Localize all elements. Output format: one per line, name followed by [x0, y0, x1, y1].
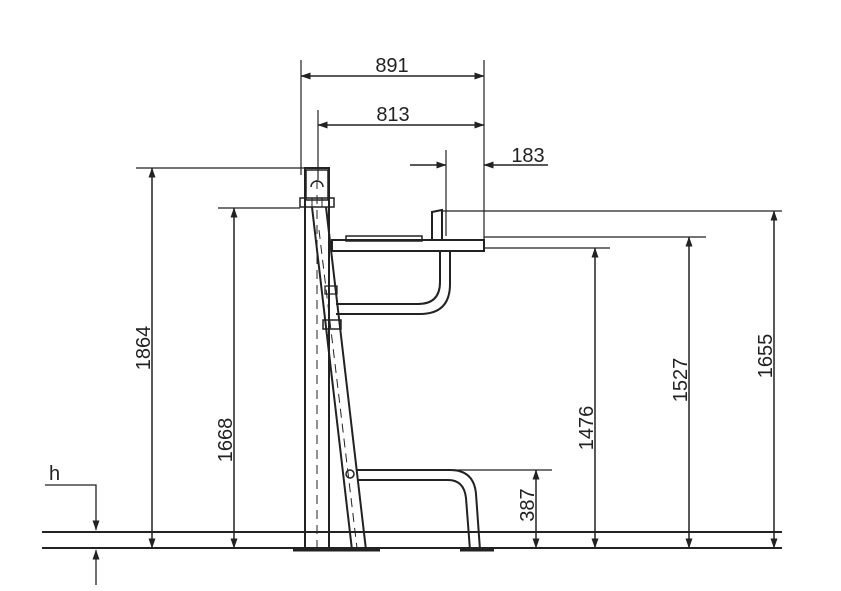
dim-1668-label: 1668: [215, 418, 237, 463]
lower-step: [356, 469, 481, 551]
dim-1476-label: 1476: [576, 406, 598, 451]
dimension-1527: 1527: [484, 236, 706, 549]
dim-1527-label: 1527: [670, 358, 692, 403]
dimension-1864: 1864: [133, 167, 305, 549]
middle-bar: [336, 251, 451, 315]
dim-h-label: h: [49, 463, 60, 485]
dimension-1655: 1655: [442, 210, 782, 549]
dimension-1476: 1476: [484, 247, 610, 549]
dimension-1668: 1668: [215, 207, 300, 549]
dim-387-label: 387: [517, 488, 539, 521]
dim-183-label: 183: [511, 145, 544, 167]
dim-1864-label: 1864: [133, 326, 155, 371]
dimension-h: h: [45, 463, 100, 585]
dim-891-label: 891: [375, 55, 408, 77]
dimension-891: 891: [300, 55, 485, 250]
dim-1655-label: 1655: [755, 334, 777, 379]
top-platform: [331, 208, 485, 252]
dimension-813: 813: [317, 104, 485, 180]
ladder-rail: [311, 206, 367, 551]
dim-813-label: 813: [376, 104, 409, 126]
dimension-387: 387: [450, 469, 552, 549]
ground-lines: [42, 531, 782, 552]
dimension-183: 183: [410, 145, 548, 236]
